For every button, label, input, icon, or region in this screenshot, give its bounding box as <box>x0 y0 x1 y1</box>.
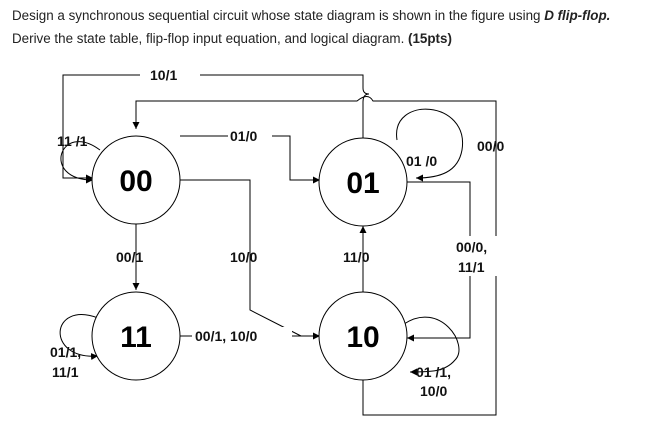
question-line-1: Design a synchronous sequential circuit … <box>12 4 668 27</box>
state-10-label: 10 <box>346 321 379 354</box>
state-01 <box>318 137 408 227</box>
self-loop-01 <box>396 108 463 182</box>
label-11-to-10: 00/1, 10/0 <box>195 328 257 344</box>
label-10-to-01: 11/0 <box>343 249 370 265</box>
state-01-label: 01 <box>346 167 379 200</box>
label-00-to-01: 01/0 <box>230 128 257 144</box>
label-10-to-11-line2: 11/1 <box>458 259 485 275</box>
question-emphasis: D flip-flop. <box>544 8 611 23</box>
self-loop-10 <box>403 316 460 376</box>
question-points: (15pts) <box>408 31 452 46</box>
label-01-self: 01 /0 <box>406 153 437 169</box>
self-loop-11 <box>59 314 99 361</box>
state-00-label: 00 <box>119 165 152 198</box>
question-line-2-text: Derive the state table, flip-flop input … <box>12 31 409 46</box>
edge-01-to-00 <box>62 74 370 182</box>
edge-10-to-01-outer <box>132 96 497 416</box>
label-10-to-11-line1: 00/0, <box>456 239 487 255</box>
label-10-self-line2: 10/0 <box>420 383 447 399</box>
question-line-2: Derive the state table, flip-flop input … <box>12 27 668 50</box>
question-line-1-text: Design a synchronous sequential circuit … <box>12 8 545 23</box>
state-11-label: 11 <box>120 321 152 354</box>
state-11 <box>91 291 181 381</box>
self-loop-00 <box>60 141 101 184</box>
state-10 <box>318 291 408 381</box>
edge-00-to-10 <box>180 179 302 337</box>
label-00-to-11: 00/1 <box>116 249 143 265</box>
label-00-self: 11 /1 <box>57 133 88 149</box>
label-01-to-00: 10/1 <box>150 67 177 83</box>
state-00 <box>91 135 181 225</box>
label-01-to-10: 00/0 <box>477 138 504 154</box>
label-10-self-line1: 01 /1, <box>416 364 451 380</box>
question-text: Design a synchronous sequential circuit … <box>12 4 668 50</box>
label-11-self-line2: 11/1 <box>52 364 79 380</box>
label-11-self-line1: 01/1, <box>50 344 81 360</box>
label-00-to-10: 10/0 <box>230 249 257 265</box>
